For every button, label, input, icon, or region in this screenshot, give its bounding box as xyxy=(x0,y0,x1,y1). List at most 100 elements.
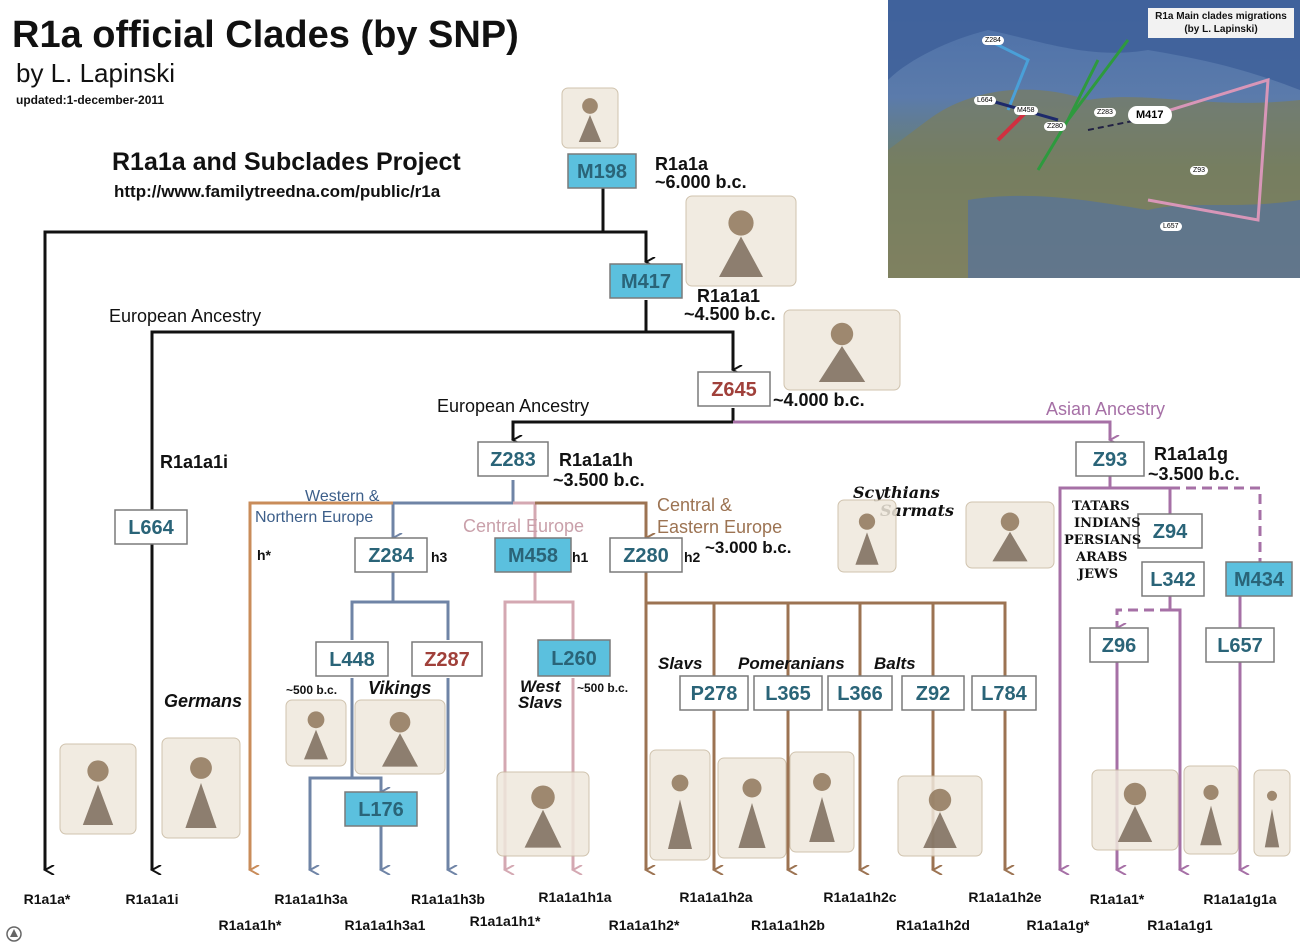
updated-date: updated:1-december-2011 xyxy=(16,93,165,107)
map-title: R1a Main clades migrations (by L. Lapins… xyxy=(1148,8,1294,38)
node-label-l342: L342 xyxy=(1150,569,1196,591)
leaf-label-8: R1a1a1h2* xyxy=(609,917,680,933)
node-label-l260: L260 xyxy=(551,648,597,670)
leaf-label-16: R1a1a1g1 xyxy=(1147,917,1213,933)
leaf-label-6: R1a1a1h1* xyxy=(470,913,541,929)
leaf-label-1: R1a1a1i xyxy=(126,891,179,907)
node-box-m198[interactable] xyxy=(567,153,637,189)
node-box-z94[interactable] xyxy=(1137,513,1203,549)
menorah-relief-figure xyxy=(1183,765,1239,855)
node-label-m458: M458 xyxy=(508,545,558,567)
leaf-label-3: R1a1a1h3a xyxy=(274,891,347,907)
node-box-z92[interactable] xyxy=(901,675,965,711)
node-label-l176: L176 xyxy=(358,799,404,821)
node-box-l342[interactable] xyxy=(1141,561,1205,597)
annotation-l260-date: ~500 b.c. xyxy=(577,681,628,695)
edge-17 xyxy=(535,600,575,640)
decorative-figures xyxy=(6,87,1291,942)
node-label-l664: L664 xyxy=(128,517,174,539)
node-box-z280[interactable] xyxy=(609,537,683,573)
edge-25 xyxy=(1060,476,1112,870)
annotation-central-east-line1: Central & xyxy=(657,495,732,515)
annotation-european-ancestry-mid: European Ancestry xyxy=(437,396,589,416)
west-slavs-figure xyxy=(496,771,590,857)
migration-map-image: Z284 L664 M458 Z280 Z283 M417 Z93 L657 xyxy=(888,0,1300,278)
annotation-l664-name: R1a1a1i xyxy=(160,452,228,472)
tree-annotations: R1a1a~6.000 b.c.R1a1a1~4.500 b.c.~4.000 … xyxy=(24,154,1277,933)
leaf-label-7: R1a1a1h1a xyxy=(538,889,611,905)
map-title-line1: R1a Main clades migrations xyxy=(1155,11,1287,22)
annotation-west-slavs-line1: West xyxy=(520,677,562,696)
leaf-label-13: R1a1a1h2e xyxy=(968,889,1041,905)
edge-5 xyxy=(733,420,1110,440)
annotation-h-star: h* xyxy=(257,547,272,563)
node-label-m417: M417 xyxy=(621,271,671,293)
slav-warrior-figure xyxy=(649,749,711,861)
annotation-persians: PERSIANS xyxy=(1064,533,1141,548)
edge-11 xyxy=(393,600,450,640)
annotation-vikings: Vikings xyxy=(368,678,431,698)
village-figure xyxy=(783,309,901,391)
node-box-l448[interactable] xyxy=(315,641,389,677)
annotation-european-ancestry-top: European Ancestry xyxy=(109,306,261,326)
node-box-l784[interactable] xyxy=(971,675,1037,711)
edge-14 xyxy=(310,776,352,870)
node-box-z284[interactable] xyxy=(354,537,428,573)
project-name: R1a1a and Subclades Project xyxy=(112,148,461,176)
migration-map-svg xyxy=(888,0,1300,278)
map-title-line2: (by L. Lapinski) xyxy=(1184,24,1258,35)
node-box-l664[interactable] xyxy=(114,509,188,545)
project-url[interactable]: http://www.familytreedna.com/public/r1a xyxy=(114,182,441,201)
edge-13 xyxy=(350,678,381,792)
node-label-z287: Z287 xyxy=(424,649,470,671)
node-box-m458[interactable] xyxy=(494,537,572,573)
map-label-l657: L657 xyxy=(1160,222,1182,231)
annotation-scythians: Scythians xyxy=(853,483,940,502)
leaf-label-15: R1a1a1* xyxy=(1090,891,1145,907)
annotation-western-line1: Western & xyxy=(305,488,380,505)
node-box-z645[interactable] xyxy=(697,371,771,407)
celt-warrior-figure xyxy=(59,743,137,835)
node-box-l366[interactable] xyxy=(827,675,893,711)
annotation-central-east-line2: Eastern Europe xyxy=(657,517,782,537)
annotation-balts: Balts xyxy=(874,654,916,673)
leaf-label-2: R1a1a1h* xyxy=(218,917,282,933)
node-box-z96[interactable] xyxy=(1089,627,1149,663)
node-box-l260[interactable] xyxy=(537,639,611,677)
node-box-p278[interactable] xyxy=(679,675,749,711)
annotation-slavs: Slavs xyxy=(658,654,702,673)
annotation-z93-name: R1a1a1g xyxy=(1154,444,1228,464)
node-box-l176[interactable] xyxy=(344,791,418,827)
node-box-z283[interactable] xyxy=(477,441,549,477)
node-box-z287[interactable] xyxy=(411,641,483,677)
edge-4 xyxy=(513,408,735,440)
node-label-m198: M198 xyxy=(577,161,627,183)
viking-ship-figure xyxy=(354,699,446,775)
edge-3 xyxy=(646,330,733,370)
arab-warrior-figure xyxy=(1253,769,1291,857)
leaf-label-11: R1a1a1h2c xyxy=(823,889,896,905)
leaf-label-12: R1a1a1h2d xyxy=(896,917,970,933)
annotation-m198-name: R1a1a xyxy=(655,154,709,174)
map-label-z284: Z284 xyxy=(982,36,1004,45)
edge-1 xyxy=(603,230,646,262)
annotation-arabs: ARABS xyxy=(1075,550,1127,565)
annotation-z93-date: ~3.500 b.c. xyxy=(1148,464,1240,484)
edge-6 xyxy=(393,480,515,538)
balts-figure xyxy=(897,775,983,857)
node-box-m417[interactable] xyxy=(609,263,683,299)
node-box-m434[interactable] xyxy=(1225,561,1293,597)
map-label-z283: Z283 xyxy=(1094,108,1116,117)
annotation-l448-date: ~500 b.c. xyxy=(286,683,337,697)
annotation-h1: h1 xyxy=(572,549,589,565)
edge-32 xyxy=(1170,486,1262,562)
node-box-l657[interactable] xyxy=(1205,627,1275,663)
node-box-z93[interactable] xyxy=(1075,441,1145,477)
node-box-l365[interactable] xyxy=(753,675,823,711)
author: by L. Lapinski xyxy=(16,58,175,88)
node-label-l366: L366 xyxy=(837,683,883,705)
edge-31 xyxy=(1117,608,1170,628)
annotation-asian-ancestry: Asian Ancestry xyxy=(1046,399,1165,419)
node-label-z280: Z280 xyxy=(623,545,669,567)
node-label-p278: P278 xyxy=(691,683,738,705)
